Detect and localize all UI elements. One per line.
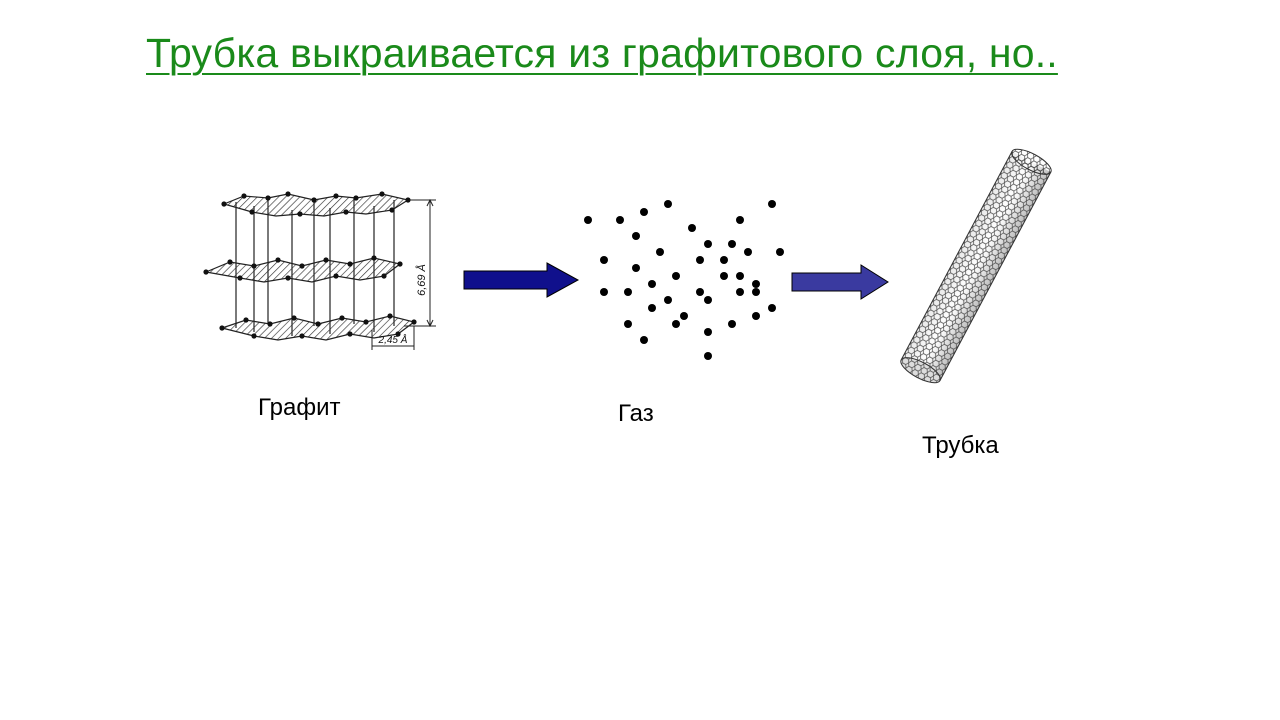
tube-label: Трубка xyxy=(922,432,999,459)
right-arrow-icon xyxy=(463,262,580,298)
right-arrow-icon xyxy=(791,264,889,300)
lattice-dimension-label: 2,45 Å xyxy=(378,333,408,346)
nanotube-icon xyxy=(900,148,1052,384)
gas-particles-icon xyxy=(584,200,784,360)
interlayer-dimension-label: 6,69 Å xyxy=(415,264,428,296)
slide-title: Трубка выкраивается из графитового слоя,… xyxy=(146,30,1058,76)
gas-label: Газ xyxy=(618,400,654,427)
graphite-label: Графит xyxy=(258,394,341,421)
graphite-lattice-icon: 6,69 Å 2,45 Å xyxy=(203,191,436,350)
